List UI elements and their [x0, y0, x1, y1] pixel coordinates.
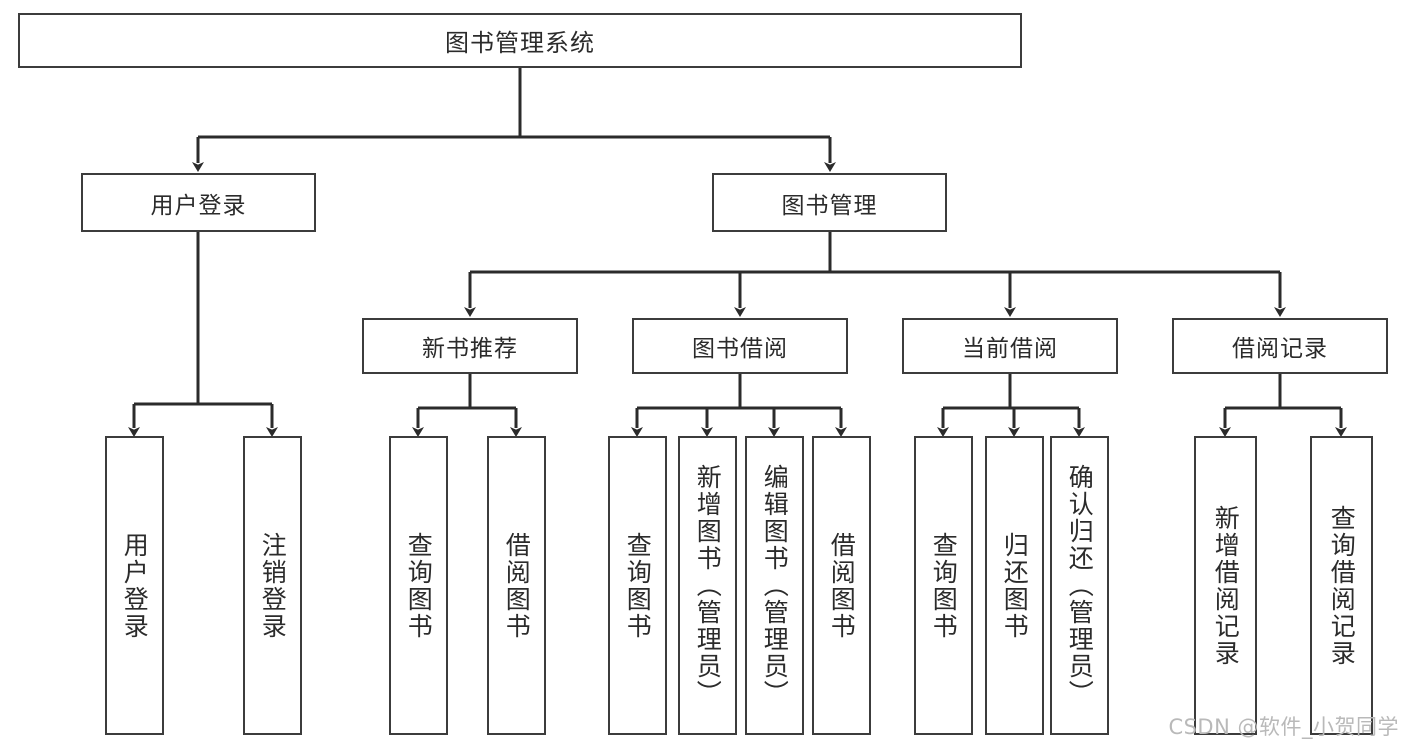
leaf-query-book-2[interactable]: 查询图书	[608, 436, 667, 735]
leaf-label: 新增借阅记录	[1211, 504, 1241, 667]
leaf-label: 查询借阅记录	[1327, 504, 1357, 667]
node-borrow-record[interactable]: 借阅记录	[1172, 318, 1388, 374]
leaf-return-book[interactable]: 归还图书	[985, 436, 1044, 735]
leaf-label: 注销登录	[258, 531, 288, 640]
leaf-query-book-3[interactable]: 查询图书	[914, 436, 973, 735]
leaf-label: 查询图书	[929, 531, 959, 640]
node-root-system[interactable]: 图书管理系统	[18, 13, 1022, 68]
leaf-label: 确认归还（管理员）	[1065, 464, 1095, 707]
leaf-label: 归还图书	[1000, 531, 1030, 640]
leaf-query-borrow-record[interactable]: 查询借阅记录	[1310, 436, 1373, 735]
leaf-confirm-return-admin[interactable]: 确认归还（管理员）	[1050, 436, 1109, 735]
node-new-book-recommend[interactable]: 新书推荐	[362, 318, 578, 374]
leaf-label: 查询图书	[623, 531, 653, 640]
leaf-add-borrow-record[interactable]: 新增借阅记录	[1194, 436, 1257, 735]
leaf-label: 用户登录	[120, 531, 150, 640]
leaf-label: 借阅图书	[502, 531, 532, 640]
leaf-label: 查询图书	[404, 531, 434, 640]
leaf-label: 借阅图书	[827, 531, 857, 640]
node-book-borrow[interactable]: 图书借阅	[632, 318, 848, 374]
leaf-label: 新增图书（管理员）	[693, 464, 723, 707]
leaf-query-book-1[interactable]: 查询图书	[389, 436, 448, 735]
leaf-borrow-book-1[interactable]: 借阅图书	[487, 436, 546, 735]
node-book-manage[interactable]: 图书管理	[712, 173, 947, 232]
leaf-label: 编辑图书（管理员）	[760, 464, 790, 707]
node-user-login[interactable]: 用户登录	[81, 173, 316, 232]
leaf-borrow-book-2[interactable]: 借阅图书	[812, 436, 871, 735]
leaf-user-login[interactable]: 用户登录	[105, 436, 164, 735]
leaf-add-book-admin[interactable]: 新增图书（管理员）	[678, 436, 737, 735]
leaf-user-logout[interactable]: 注销登录	[243, 436, 302, 735]
node-current-borrow[interactable]: 当前借阅	[902, 318, 1118, 374]
leaf-edit-book-admin[interactable]: 编辑图书（管理员）	[745, 436, 804, 735]
